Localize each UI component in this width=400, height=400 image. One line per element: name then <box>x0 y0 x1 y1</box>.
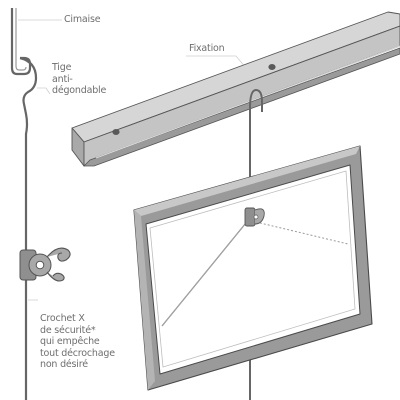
frame-inner <box>145 164 361 375</box>
label-crochet-line-5: non désiré <box>40 359 88 370</box>
label-tige: Tige anti- dégondable <box>52 62 106 97</box>
label-crochet-line-3: qui empêche <box>40 336 100 347</box>
picture-frame <box>133 145 373 391</box>
anti-degondable-rod <box>19 56 38 250</box>
label-crochet: Crochet X de sécurité* qui empêche tout … <box>40 313 115 371</box>
crochet-x-hook <box>19 247 71 282</box>
hanging-wire <box>161 217 349 327</box>
rail-groove <box>83 47 400 167</box>
label-fixation: Fixation <box>189 43 225 55</box>
rail-top-face <box>71 11 400 143</box>
wall-rail <box>71 11 400 167</box>
label-tige-line-2: anti- <box>52 73 73 85</box>
label-tige-line-1: Tige <box>52 62 72 73</box>
label-crochet-line-2: de sécurité* <box>40 324 96 336</box>
fixation-hole-right <box>268 64 276 70</box>
label-cimaise: Cimaise <box>64 14 101 26</box>
rod-detail <box>10 8 71 400</box>
label-crochet-line-1: Crochet X <box>40 313 85 324</box>
label-crochet-line-4: tout décrochage <box>40 347 115 359</box>
label-cimaise-text: Cimaise <box>64 14 101 25</box>
cimaise-inner <box>15 8 27 71</box>
fixation-hole-left <box>112 129 120 135</box>
label-fixation-text: Fixation <box>189 43 225 54</box>
label-tige-line-3: dégondable <box>52 85 107 96</box>
cimaise-profile <box>10 8 32 76</box>
frame-hook <box>244 207 265 227</box>
